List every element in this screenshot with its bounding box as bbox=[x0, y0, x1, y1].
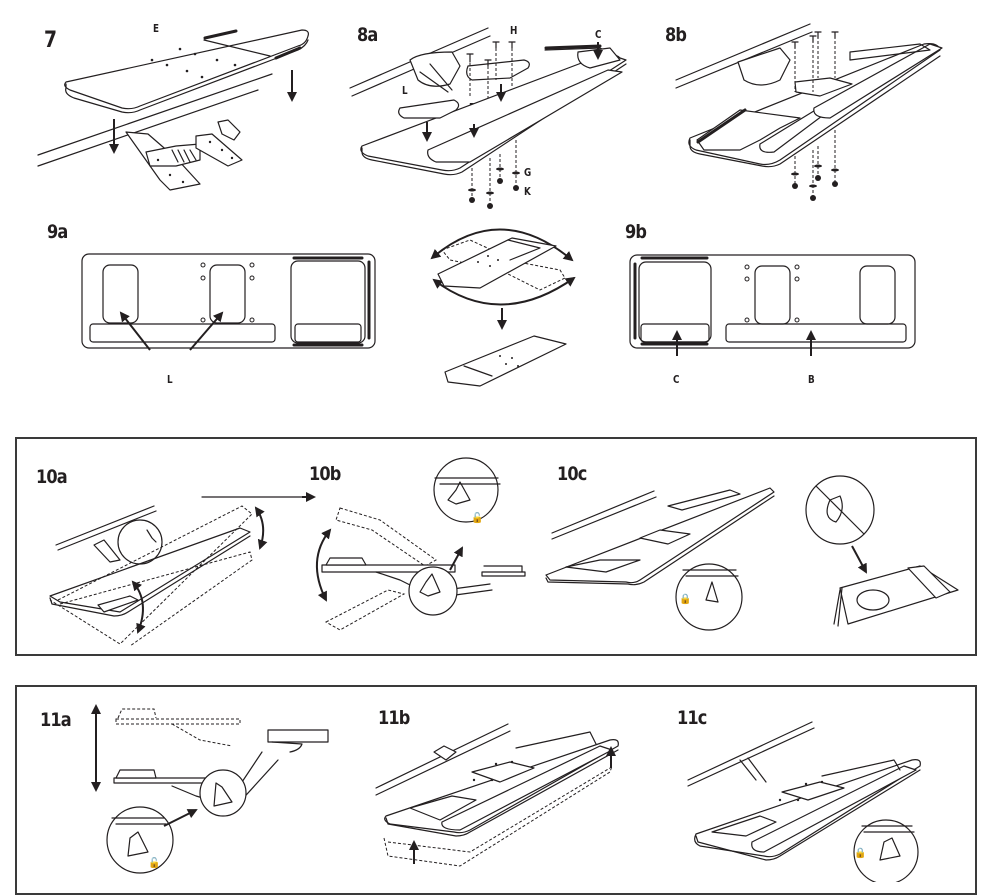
part-label-h: H bbox=[510, 24, 518, 37]
step-8a-illustration bbox=[350, 28, 626, 209]
step-label-10b: 10b bbox=[309, 463, 341, 485]
step-label-9a: 9a bbox=[47, 221, 68, 243]
step-10c-illustration: 🔒 bbox=[546, 476, 958, 630]
rotate-arrows-icon bbox=[430, 229, 574, 262]
part-label-g: G bbox=[524, 166, 532, 179]
step-label-9b: 9b bbox=[625, 221, 647, 243]
screws bbox=[467, 42, 520, 209]
step-8b-illustration bbox=[676, 24, 942, 201]
part-label-b-9b: B bbox=[808, 373, 815, 386]
step-11c-illustration: 🔒 bbox=[688, 722, 920, 882]
step-9a-diagram bbox=[82, 254, 375, 350]
step-9b-diagram bbox=[630, 255, 915, 356]
part-label-c-9b: C bbox=[673, 373, 680, 386]
step-7-illustration bbox=[38, 30, 308, 190]
step-label-11c: 11c bbox=[677, 707, 707, 729]
board-holes bbox=[150, 47, 237, 79]
step-label-11a: 11a bbox=[40, 709, 72, 731]
step-label-8b: 8b bbox=[665, 24, 687, 46]
unlock-icon: 🔓 bbox=[471, 511, 483, 524]
step-label-8a: 8a bbox=[357, 24, 378, 46]
step-11a-illustration: 🔓 bbox=[91, 704, 328, 873]
part-label-k: K bbox=[524, 185, 531, 198]
lock-icon: 🔒 bbox=[679, 593, 691, 605]
part-label-e: E bbox=[153, 22, 160, 35]
part-label-l: L bbox=[402, 84, 408, 97]
frame-step-10 bbox=[15, 437, 977, 656]
step-10a-illustration bbox=[50, 492, 316, 646]
step-label-11b: 11b bbox=[378, 707, 410, 729]
step-11b-illustration bbox=[376, 724, 618, 866]
mechanism-bracket bbox=[126, 120, 242, 190]
rotate-board-diagram bbox=[430, 229, 576, 386]
unlock-icon: 🔓 bbox=[148, 856, 160, 869]
step-10b-illustration: 🔓 bbox=[317, 458, 525, 630]
step-label-10a: 10a bbox=[36, 466, 68, 488]
part-label-c: C bbox=[595, 28, 602, 41]
part-label-l-9a: L bbox=[167, 373, 173, 386]
step-label-10c: 10c bbox=[557, 463, 587, 485]
lock-icon: 🔒 bbox=[854, 847, 866, 859]
step-label-7: 7 bbox=[44, 28, 57, 53]
